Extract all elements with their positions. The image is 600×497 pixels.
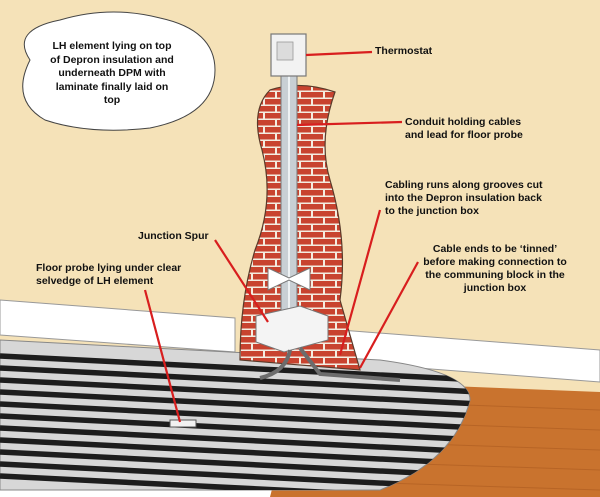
bow-tie	[267, 267, 311, 291]
wall-chase	[239, 84, 361, 371]
pointer-floor-probe	[143, 289, 182, 423]
label-cable-ends-line-4: junction box	[463, 282, 527, 294]
label-conduit-line-2: and lead for floor probe	[405, 129, 523, 141]
label-cabling-line-1: Cabling runs along grooves cut	[385, 179, 543, 191]
label-floor-probe-line-1: Floor probe lying under clear	[36, 262, 182, 274]
label-thermostat: Thermostat	[375, 45, 433, 57]
junction-box	[255, 305, 329, 353]
label-conduit-line-1: Conduit holding cables	[405, 116, 522, 128]
label-junction-spur: Junction Spur	[138, 230, 209, 242]
pointer-cable-ends	[359, 261, 419, 369]
label-cable-ends-line-2: before making connection to	[423, 256, 567, 268]
pointer-conduit	[296, 120, 403, 127]
pointer-thermostat	[305, 50, 373, 57]
label-floor-probe-line-2: selvedge of LH element	[36, 275, 154, 287]
label-cable-ends-line-3: the communing block in the	[425, 269, 565, 281]
floor-probe	[169, 419, 197, 428]
pointer-junction	[214, 239, 269, 323]
label-cabling-line-2: into the Depron insulation back	[385, 192, 542, 204]
heating-element	[0, 353, 470, 490]
element-note: LH element lying on top of Depron insula…	[50, 40, 174, 106]
label-cable-ends-line-1: Cable ends to be ‘tinned’	[432, 243, 558, 255]
note-cloud	[22, 11, 216, 131]
pointer-cabling	[338, 209, 382, 356]
label-cabling-line-3: to the junction box	[385, 205, 479, 217]
